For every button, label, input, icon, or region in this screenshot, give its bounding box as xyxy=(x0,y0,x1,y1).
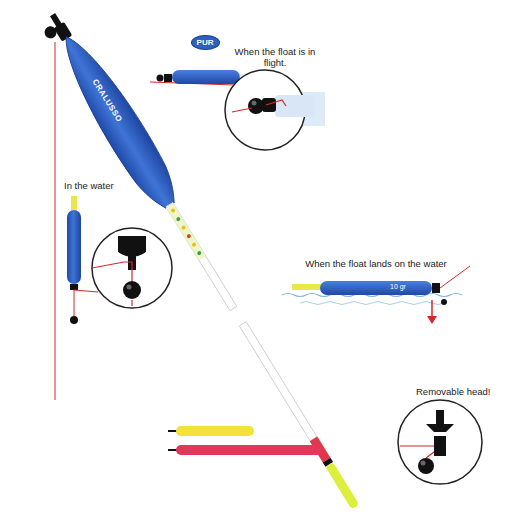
detail-circle xyxy=(398,400,482,484)
float-on-water xyxy=(282,266,470,324)
callout-caption-wrap: Removable head! xyxy=(416,386,506,397)
callout-caption-wrap: In the water xyxy=(64,180,144,191)
callout-caption: When the float is in flight. xyxy=(232,46,318,69)
callout-caption: Removable head! xyxy=(416,386,506,397)
weight-mark-wrap: 10 gr xyxy=(390,283,420,291)
callout-caption: In the water xyxy=(64,180,144,191)
callout-caption-wrap: When the float is in flight. xyxy=(232,46,318,69)
badge-oval: PUR xyxy=(191,35,220,50)
spare-tip xyxy=(176,445,322,455)
callout-caption: When the float lands on the water xyxy=(276,258,476,269)
weight-mark: 10 gr xyxy=(390,283,420,291)
spare-tip xyxy=(176,426,254,436)
detail-circle xyxy=(92,228,172,308)
callout-caption-wrap: When the float lands on the water xyxy=(276,258,476,269)
detail-circle xyxy=(225,70,325,150)
fishing-line xyxy=(55,42,56,400)
badge-text: PUR xyxy=(192,38,219,47)
